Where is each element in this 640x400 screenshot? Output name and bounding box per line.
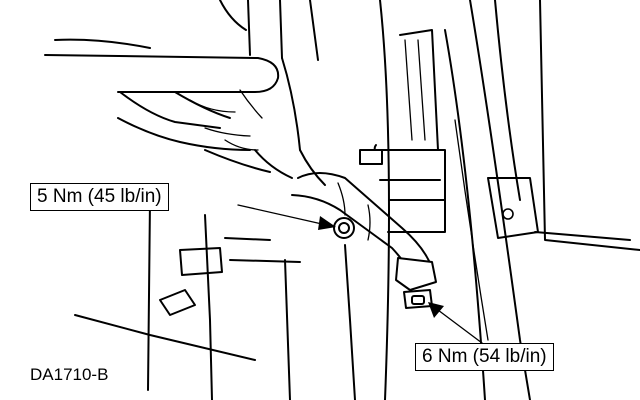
frame-rails bbox=[147, 0, 531, 400]
lower-left-bracket bbox=[74, 237, 301, 361]
figure-id: DA1710-B bbox=[30, 365, 109, 384]
right-panel bbox=[487, 0, 640, 251]
leader-lines bbox=[237, 204, 487, 347]
torque-callout-lower: 6 Nm (54 lb/in) bbox=[415, 343, 554, 371]
mounting-bracket bbox=[359, 29, 446, 233]
harness-hose bbox=[291, 172, 437, 309]
bolt-upper bbox=[333, 217, 355, 239]
wiring-loom bbox=[44, 0, 326, 186]
torque-callout-upper: 5 Nm (45 lb/in) bbox=[30, 183, 169, 211]
